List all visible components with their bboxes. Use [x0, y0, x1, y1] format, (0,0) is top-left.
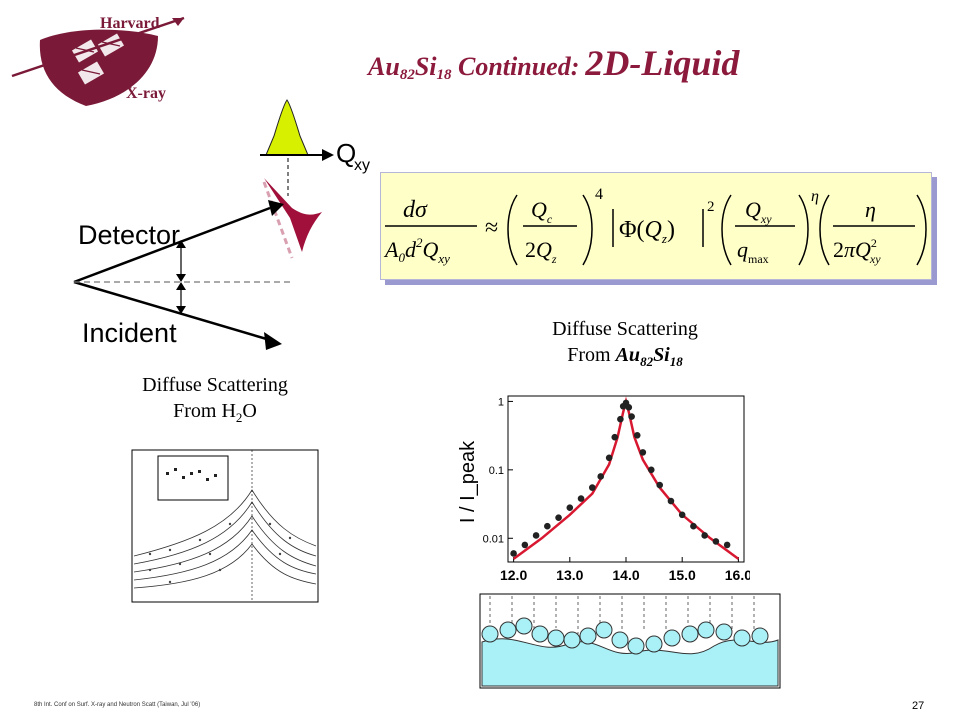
data-point	[628, 413, 635, 420]
caption-ausi-prefix: From	[567, 344, 616, 366]
title-sub1: 82	[399, 67, 415, 84]
title-suffix: Continued:	[451, 52, 580, 81]
data-point	[723, 541, 731, 549]
caption-ausi-line1: Diffuse Scattering	[552, 318, 698, 340]
scattering-equation-box: dσ A0d2Qxy ≈ Qc 2Qz 4 Φ(Qz) 2 Qxy qmax η…	[380, 172, 932, 280]
data-point	[701, 532, 708, 539]
data-point	[690, 522, 697, 530]
x-tick-label: 13.0	[556, 567, 583, 583]
ausi-diffuse-chart: 12.0 13.0 14.0 15.0 16.0 0.01 0.1 1 I / I_peak	[450, 384, 752, 594]
harvard-xray-logo: Harvard X-ray	[8, 6, 198, 114]
data-point	[656, 481, 664, 489]
title-sub2: 18	[436, 67, 452, 84]
incident-label: Incident	[82, 318, 177, 348]
y-tick-label: 1	[498, 396, 504, 408]
svg-text:qmax: qmax	[737, 237, 769, 266]
caption-water-suffix: O	[242, 400, 257, 422]
title-highlight: 2D-Liquid	[585, 43, 740, 83]
x-tick-label: 14.0	[612, 567, 639, 583]
caption-water: Diffuse Scattering From H2O	[100, 372, 330, 431]
data-point	[678, 511, 686, 519]
data-point	[647, 466, 655, 474]
logo-shield-icon: Harvard X-ray	[11, 15, 185, 107]
svg-text:dσ: dσ	[403, 197, 428, 223]
qxy-label: Q	[336, 138, 356, 168]
qxy-arrow-icon	[322, 149, 334, 161]
y-tick-label: 0.1	[489, 465, 504, 477]
liquid-surface-schematic	[478, 590, 782, 690]
title-mid: Si	[414, 52, 437, 81]
caption-ausi-au: Au	[615, 344, 641, 366]
data-point	[532, 532, 540, 539]
caption-ausi-sub2: 18	[669, 354, 683, 369]
page-number: 27	[912, 700, 925, 712]
x-tick-label: 12.0	[500, 567, 527, 583]
water-scattering-plot-image	[110, 446, 324, 616]
caption-ausi: Diffuse Scattering From Au82Si18	[500, 316, 750, 375]
svg-text:Qc: Qc	[531, 197, 553, 226]
qxy-peak-icon	[265, 99, 309, 156]
data-point	[588, 484, 596, 491]
data-point	[510, 550, 517, 557]
diffuse-scattering-shape-icon	[264, 178, 322, 252]
title-prefix: Au	[368, 52, 400, 81]
chart-ylabel: I / I_peak	[457, 440, 479, 523]
caption-ausi-sub1: 82	[640, 354, 654, 369]
detector-label: Detector	[78, 220, 180, 250]
data-point	[667, 497, 675, 505]
svg-text:4: 4	[595, 186, 603, 203]
svg-text:η: η	[811, 188, 819, 205]
data-point	[617, 415, 624, 423]
data-point	[566, 504, 574, 511]
svg-text:η: η	[865, 197, 876, 222]
incident-ray	[73, 280, 271, 342]
caption-water-prefix: From H	[173, 400, 236, 422]
caption-ausi-si: Si	[653, 344, 670, 366]
x-tick-label: 16.0	[725, 567, 750, 583]
logo-line2: X-ray	[126, 85, 166, 102]
footer-citation: 8th Int. Conf on Surf. X-ray and Neutron…	[34, 702, 201, 708]
x-tick-label: 15.0	[669, 567, 696, 583]
svg-text:Qxy: Qxy	[745, 197, 772, 226]
data-point	[605, 454, 613, 462]
data-point	[597, 473, 605, 480]
data-point	[555, 514, 562, 521]
svg-text:2: 2	[707, 199, 715, 215]
data-point	[611, 433, 619, 441]
qxy-subscript: xy	[354, 157, 370, 174]
scattering-equation-formula: dσ A0d2Qxy ≈ Qc 2Qz 4 Φ(Qz) 2 Qxy qmax η…	[383, 186, 927, 266]
data-point	[544, 522, 551, 530]
detector-ray	[73, 206, 271, 284]
scattering-geometry-diagram: Q xy Detector Incident	[60, 96, 390, 366]
logo-line1: Harvard	[100, 15, 160, 32]
svg-text:A0d2Qxy: A0d2Qxy	[383, 235, 450, 266]
caption-water-line1: Diffuse Scattering	[142, 374, 288, 396]
svg-text:≈: ≈	[485, 215, 498, 241]
y-tick-label: 0.01	[483, 533, 504, 545]
data-point	[633, 431, 641, 439]
data-point	[639, 449, 647, 456]
data-point	[521, 541, 529, 549]
svg-text:2Qz: 2Qz	[525, 237, 557, 266]
data-point	[577, 495, 585, 502]
data-point	[712, 538, 720, 545]
page-title: Au82Si18 Continued:2D-Liquid	[368, 42, 888, 84]
chart-svg: 12.0 13.0 14.0 15.0 16.0 0.01 0.1 1 I / I_peak	[457, 395, 752, 583]
caption-water-sub: 2	[235, 410, 243, 425]
data-point	[625, 404, 633, 411]
svg-text:Φ(Qz): Φ(Qz)	[619, 217, 675, 246]
